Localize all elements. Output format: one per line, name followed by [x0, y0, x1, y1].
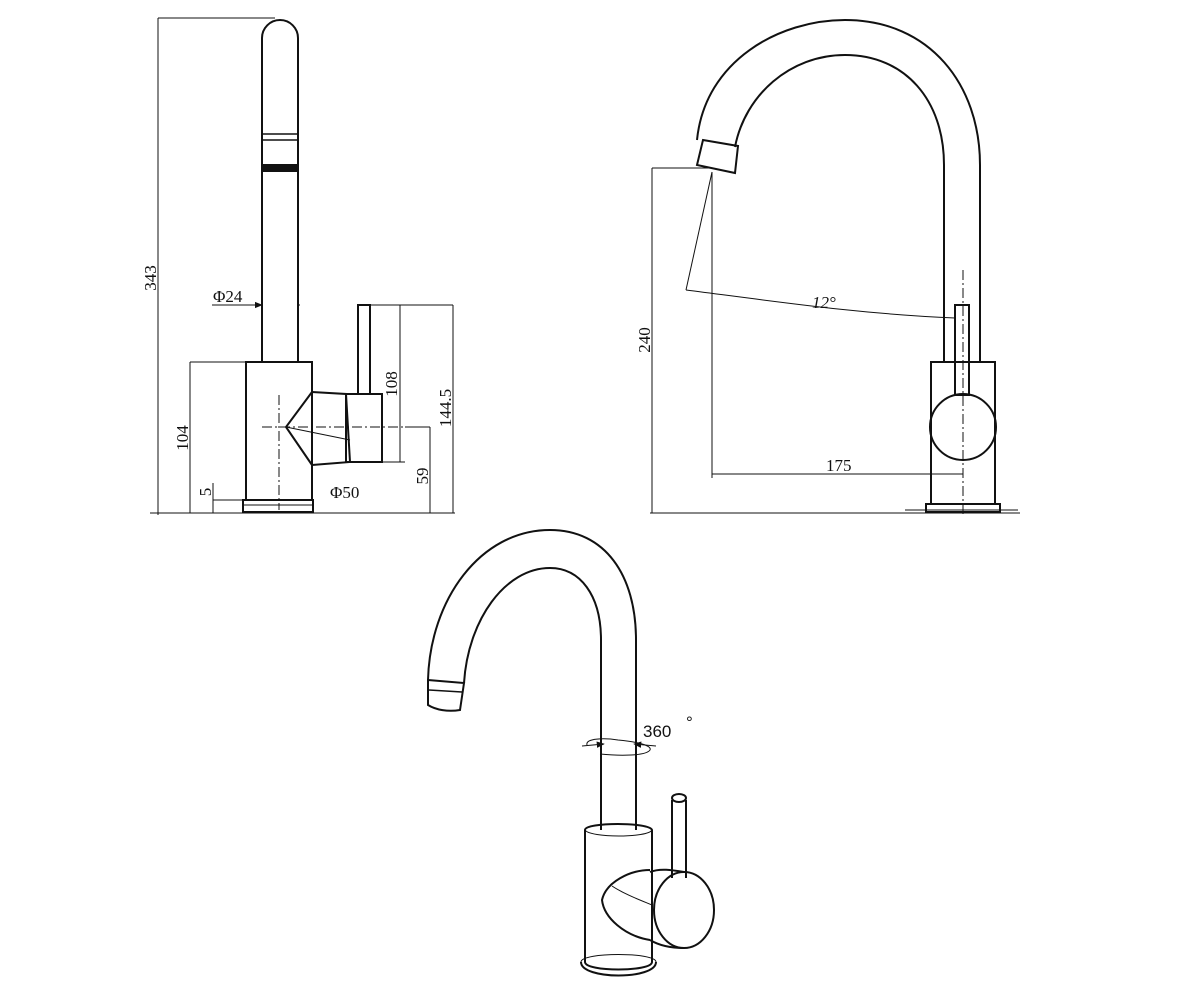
dim-144-5: 144.5	[436, 389, 455, 427]
dim-108: 108	[382, 371, 401, 397]
dim-175: 175	[826, 456, 852, 475]
dim-360-unit: °	[686, 713, 693, 732]
dim-59: 59	[413, 468, 432, 485]
front-lever-stick	[954, 304, 970, 396]
iso-spout-inner	[463, 566, 602, 830]
side-lever-stick	[357, 304, 371, 395]
dim-360: 360	[643, 722, 671, 741]
dim-343: 343	[141, 265, 160, 291]
iso-lever-cap	[653, 871, 715, 949]
front-view: 240 12° 175	[635, 18, 1020, 515]
iso-aerator	[427, 678, 466, 712]
iso-body	[584, 823, 653, 971]
front-aerator	[695, 138, 740, 175]
front-spout-outer	[696, 18, 981, 362]
dim-104: 104	[173, 425, 192, 451]
iso-lever-stick	[671, 800, 687, 878]
dim-240: 240	[635, 327, 654, 353]
side-aerator	[262, 164, 298, 172]
iso-base	[580, 961, 657, 977]
dim-12deg: 12°	[812, 293, 836, 312]
iso-lever-connector	[600, 869, 651, 941]
dim-phi50: Φ50	[330, 483, 359, 502]
iso-view: 360 °	[427, 528, 715, 977]
iso-spout-outer	[427, 528, 637, 830]
side-lever-cap	[345, 393, 383, 463]
front-spout-inner	[734, 53, 945, 362]
side-base	[242, 499, 314, 513]
side-spout-tube	[261, 19, 299, 362]
iso-rotation-ellipse	[586, 738, 651, 756]
side-view: 343 Φ24 104 5 Φ50 108 144.5 59	[141, 17, 455, 515]
dim-5: 5	[196, 488, 215, 497]
dim-phi24: Φ24	[213, 287, 243, 306]
